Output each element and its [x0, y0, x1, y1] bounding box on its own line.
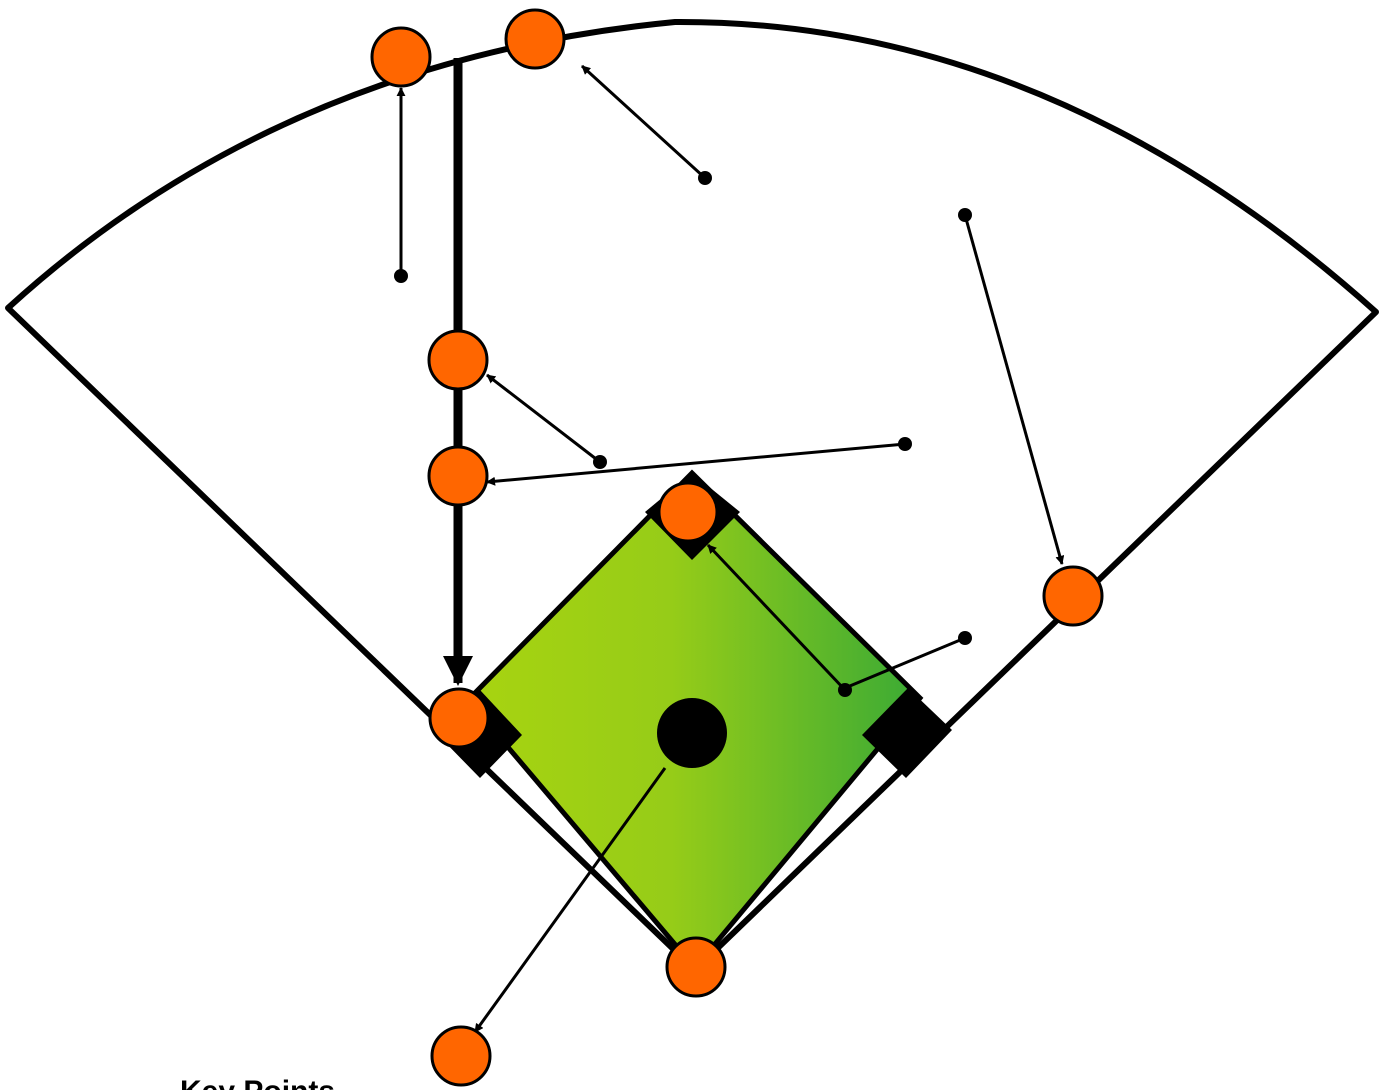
- arrow-shortstop: [486, 373, 601, 464]
- start-dot: [838, 683, 852, 697]
- player-marker: [430, 1025, 492, 1087]
- player-markers: [370, 8, 1104, 1087]
- start-dot: [958, 631, 972, 645]
- player-marker: [428, 687, 490, 749]
- start-dots: [394, 171, 972, 697]
- player-marker: [1042, 565, 1104, 627]
- arrow-center-fielder: [580, 64, 707, 180]
- arrow-to-second: [706, 543, 847, 692]
- arrow-catcher: [473, 767, 667, 1033]
- start-dot: [698, 171, 712, 185]
- player-marker: [427, 329, 489, 391]
- start-dot: [593, 455, 607, 469]
- player-marker: [665, 936, 727, 998]
- player-marker: [657, 481, 719, 543]
- movement-arrows: [396, 64, 1065, 1033]
- arrow-right-fielder: [963, 214, 1065, 565]
- first-base: [862, 688, 952, 778]
- player-marker: [370, 26, 432, 88]
- start-dot: [958, 208, 972, 222]
- caption-key-points: Key Points: [180, 1075, 335, 1090]
- player-marker: [504, 8, 566, 70]
- start-dot: [898, 437, 912, 451]
- player-marker: [427, 445, 489, 507]
- pitcher-marker: [657, 698, 727, 768]
- arrow-first-baseman: [844, 636, 966, 690]
- start-dot: [394, 269, 408, 283]
- arrow-infield-to-line: [486, 442, 906, 486]
